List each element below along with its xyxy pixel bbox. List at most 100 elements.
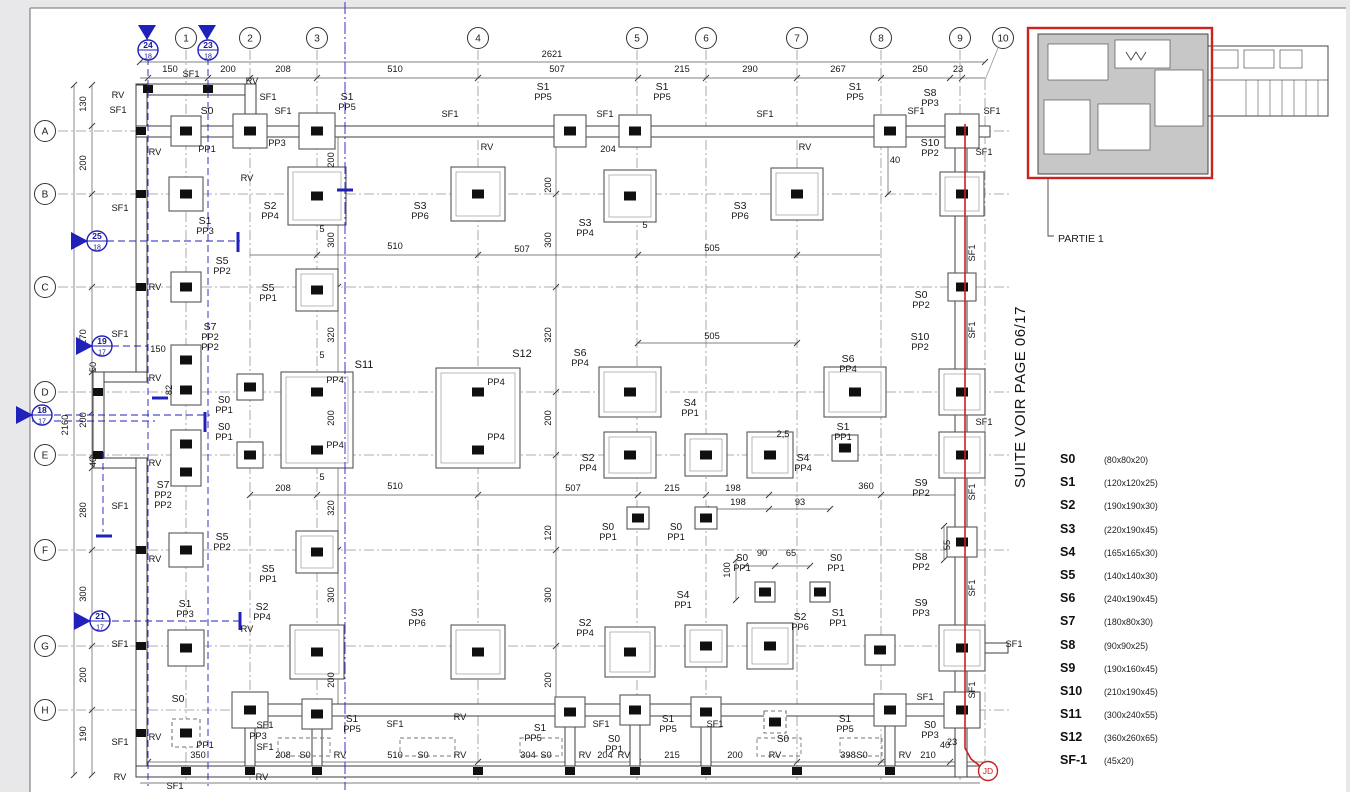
key-plan-highlight bbox=[1026, 26, 1214, 180]
grid-row-label: A bbox=[34, 120, 56, 142]
footing bbox=[295, 268, 339, 312]
annotation-text: S3 bbox=[414, 200, 427, 212]
annotation-text: PP5 bbox=[653, 92, 671, 102]
annotation-text: RV bbox=[149, 147, 163, 157]
annotation-text: PP1 bbox=[733, 563, 751, 573]
annotation-text: S1 bbox=[839, 714, 852, 725]
annotation-text: SF1 bbox=[111, 639, 128, 649]
svg-text:4: 4 bbox=[475, 34, 481, 45]
annotation-text: SF1 bbox=[967, 483, 977, 500]
svg-text:B: B bbox=[42, 190, 49, 201]
annotation-text: PP6 bbox=[408, 618, 426, 628]
annotation-text: PP4 bbox=[261, 211, 279, 221]
annotation-text: 198 bbox=[725, 483, 741, 493]
grid-column-label: 3 bbox=[306, 27, 328, 49]
annotation-text: SF1 bbox=[596, 109, 613, 119]
annotation-text: 5 bbox=[319, 224, 324, 234]
legend-code: S9 bbox=[1060, 660, 1076, 675]
annotation-text: RV bbox=[112, 90, 126, 100]
annotation-text: 200 bbox=[727, 750, 743, 760]
annotation-text: SF1 bbox=[983, 106, 1000, 116]
footing bbox=[938, 624, 986, 672]
annotation-text: 200 bbox=[543, 410, 553, 426]
annotation-text: SF1 bbox=[256, 742, 273, 752]
annotation-text: SF1 bbox=[967, 321, 977, 338]
svg-text:18: 18 bbox=[37, 405, 47, 415]
annotation-text: RV bbox=[149, 373, 163, 383]
annotation-text: 360 bbox=[858, 481, 874, 491]
annotation-text: S6 bbox=[842, 353, 855, 365]
legend-item: S0(80x80x20) bbox=[1060, 452, 1240, 475]
annotation-text: RV bbox=[149, 282, 163, 292]
annotation-text: S0 bbox=[218, 395, 231, 406]
annotation-text: 200 bbox=[78, 667, 88, 683]
grid-row-label: C bbox=[34, 276, 56, 298]
svg-text:5: 5 bbox=[634, 34, 640, 45]
annotation-text: SF1 bbox=[166, 781, 183, 791]
grid-column-label: 7 bbox=[786, 27, 808, 49]
annotation-text: 2621 bbox=[542, 49, 563, 59]
annotation-text: 50 bbox=[88, 362, 98, 372]
legend-code: S2 bbox=[1060, 498, 1076, 513]
annotation-text: RV bbox=[454, 750, 468, 760]
annotation-text: S8 bbox=[924, 87, 937, 99]
annotation-text: 507 bbox=[565, 483, 581, 493]
footing bbox=[435, 367, 521, 469]
footing bbox=[553, 114, 587, 148]
annotation-text: PP4 bbox=[487, 377, 505, 387]
legend-item: S12(360x260x65) bbox=[1060, 730, 1240, 753]
annotation-text: S1 bbox=[837, 421, 850, 433]
annotation-text: SF1 bbox=[967, 579, 977, 596]
annotation-text: PP4 bbox=[253, 612, 271, 622]
svg-text:7: 7 bbox=[794, 34, 800, 45]
footing bbox=[280, 371, 354, 469]
annotation-text: PP1 bbox=[198, 144, 216, 154]
annotation-text: PP5 bbox=[534, 92, 552, 102]
key-plan-label: PARTIE 1 bbox=[1058, 233, 1104, 245]
annotation-text: SF1 bbox=[975, 417, 992, 427]
footing bbox=[823, 366, 887, 418]
annotation-text: PP3 bbox=[268, 138, 286, 148]
legend-code: S11 bbox=[1060, 707, 1082, 722]
annotation-text: PP5 bbox=[836, 724, 854, 734]
svg-text:21: 21 bbox=[95, 611, 105, 621]
footing bbox=[231, 691, 269, 729]
annotation-text: S2 bbox=[256, 601, 269, 613]
grid-row-label: G bbox=[34, 635, 56, 657]
annotation-text: SF1 bbox=[109, 105, 126, 115]
svg-text:3: 3 bbox=[314, 34, 320, 45]
annotation-text: PP2 bbox=[201, 342, 219, 352]
legend-item: S6(240x190x45) bbox=[1060, 591, 1240, 614]
annotation-text: S2 bbox=[582, 452, 595, 464]
annotation-text: S1 bbox=[199, 215, 212, 227]
legend-code: SF-1 bbox=[1060, 753, 1088, 768]
annotation-text: PP2 bbox=[201, 332, 219, 342]
annotation-text: PP3 bbox=[249, 731, 267, 741]
annotation-text: S0 bbox=[670, 522, 683, 533]
annotation-text: 23 bbox=[953, 64, 963, 74]
annotation-text: RV bbox=[799, 142, 813, 152]
annotation-text: S0 bbox=[218, 422, 231, 433]
annotation-text: S0 bbox=[417, 750, 428, 760]
annotation-text: PP3 bbox=[196, 226, 214, 236]
annotation-text: PP4 bbox=[576, 628, 594, 638]
footing bbox=[831, 434, 859, 462]
annotation-text: PP2 bbox=[921, 148, 939, 158]
annotation-text: S5 bbox=[262, 282, 275, 294]
annotation-text: 300 bbox=[78, 586, 88, 602]
annotation-text: RV bbox=[256, 772, 270, 782]
annotation-text: S10 bbox=[921, 137, 940, 149]
annotation-text: PP5 bbox=[524, 733, 542, 743]
footing bbox=[604, 626, 656, 678]
legend-size: (190x190x30) bbox=[1104, 501, 1158, 512]
annotation-text: SF1 bbox=[916, 692, 933, 702]
annotation-text: S0 bbox=[299, 750, 310, 760]
legend-size: (140x140x30) bbox=[1104, 570, 1158, 581]
legend-code: S1 bbox=[1060, 475, 1076, 490]
grid-column-label: 6 bbox=[695, 27, 717, 49]
footing bbox=[236, 441, 264, 469]
legend-size: (90x90x25) bbox=[1104, 640, 1149, 651]
